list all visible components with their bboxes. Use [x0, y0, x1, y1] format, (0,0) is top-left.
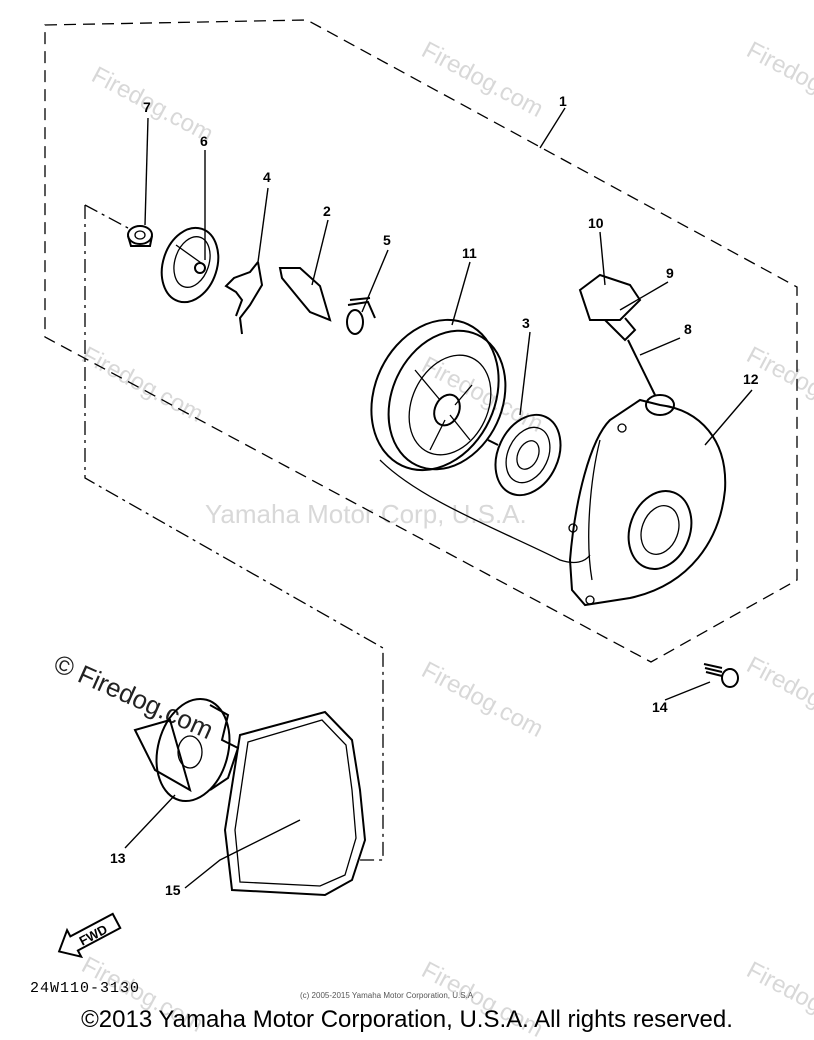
watermark-firedog: Firedog.com	[87, 61, 217, 147]
watermark-firedog: Firedog.com	[77, 341, 207, 427]
part-pawl	[278, 267, 332, 322]
part-starter-rope	[627, 339, 656, 396]
copyright-notice: ©2013 Yamaha Motor Corporation, U.S.A. A…	[81, 1006, 733, 1033]
callout-9: 9	[666, 265, 674, 281]
assembly-boundary	[44, 19, 798, 663]
watermark-firedog-copy: © Firedog.com	[50, 648, 218, 745]
part-gasket	[223, 710, 367, 897]
part-rope	[379, 459, 591, 564]
callout-11: 11	[462, 245, 477, 261]
callout-14: 14	[652, 699, 668, 715]
diagram-reference-code: 24W110-3130	[30, 980, 141, 997]
part-recoil-spring	[487, 413, 562, 497]
callout-12: 12	[743, 371, 759, 387]
callout-4: 4	[263, 169, 271, 185]
part-starter-case	[568, 394, 727, 607]
callout-2: 2	[323, 203, 331, 219]
small-copyright: (c) 2005-2015 Yamaha Motor Corporation, …	[300, 991, 474, 1000]
part-starter-handle	[578, 273, 642, 342]
callout-13: 13	[110, 850, 126, 866]
callout-3: 3	[522, 315, 530, 331]
callout-7: 7	[143, 99, 151, 115]
callout-8: 8	[684, 321, 692, 337]
watermark-firedog: Firedog.com	[417, 656, 547, 742]
reference-line	[84, 204, 129, 229]
callout-1: 1	[559, 93, 567, 109]
watermark-firedog: Firedog.com	[742, 36, 814, 122]
callout-15: 15	[165, 882, 181, 898]
part-drive-pulley	[133, 697, 240, 803]
part-drive-plate	[160, 226, 220, 304]
part-spring-clip	[224, 261, 264, 335]
callout-5: 5	[383, 232, 391, 248]
callout-6: 6	[200, 133, 208, 149]
watermark-yamaha: Yamaha Motor Corp, U.S.A.	[205, 499, 527, 529]
watermark-firedog: Firedog.com	[417, 36, 547, 122]
watermark-firedog: Firedog.com	[742, 651, 814, 737]
part-pulley	[370, 318, 507, 472]
reference-line	[84, 205, 384, 861]
part-bolt	[703, 663, 739, 688]
fwd-label: FWD	[77, 921, 110, 948]
leader-lines	[124, 107, 753, 889]
callout-10: 10	[588, 215, 604, 231]
part-pawl-spring	[346, 297, 376, 335]
callout-labels: 1 7 6 4 2 5 11 10 9 3 8 12 14 13 15	[110, 93, 759, 898]
part-nut	[127, 225, 153, 247]
